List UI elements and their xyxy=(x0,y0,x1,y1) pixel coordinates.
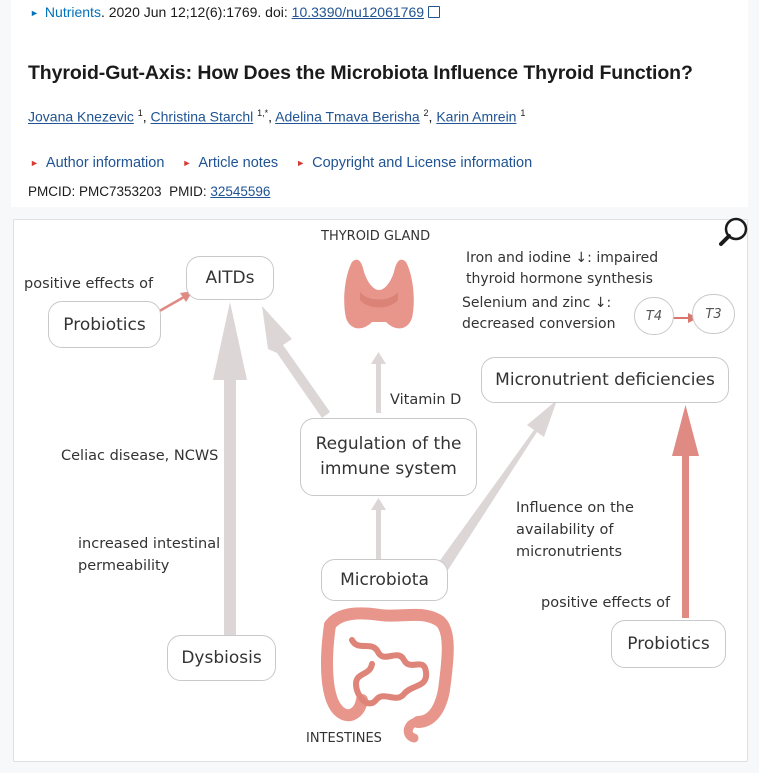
pmid-label: PMID: xyxy=(169,184,211,199)
label-thyroid-synthesis: thyroid hormone synthesis xyxy=(466,271,653,287)
intestines-illustration xyxy=(321,607,454,743)
node-micronutrient-deficiencies: Micronutrient deficiencies xyxy=(481,357,729,403)
triangle-right-icon: ► xyxy=(182,158,192,168)
arrow-regulation-to-aitds xyxy=(262,306,330,418)
citation-details: . 2020 Jun 12;12(6):1769. doi: xyxy=(100,4,292,20)
regulation-line-2: immune system xyxy=(320,459,457,479)
page-title: Thyroid-Gut-Axis: How Does the Microbiot… xyxy=(28,62,693,84)
citation-line: ► Nutrients. 2020 Jun 12;12(6):1769. doi:… xyxy=(30,4,441,20)
author-link[interactable]: Jovana Knezevic xyxy=(28,108,134,125)
increased-line-1: increased intestinal xyxy=(78,536,221,552)
article-ids: PMCID: PMC7353203 PMID: 32545596 xyxy=(28,184,270,199)
increased-line-2: permeability xyxy=(78,558,170,574)
arrow-probiotics-to-micronutrient xyxy=(672,405,699,618)
arrow-regulation-to-thyroid xyxy=(371,352,386,413)
triangle-right-icon: ► xyxy=(30,158,39,168)
accordion-article-notes[interactable]: ► Article notes xyxy=(182,155,278,171)
label-positive-effects-left: positive effects of xyxy=(24,276,154,292)
author-affiliation: 2 xyxy=(423,108,429,118)
accordion-label: Article notes xyxy=(198,155,279,171)
arrow-dysbiosis-to-aitds xyxy=(213,302,247,635)
doi-link[interactable]: 10.3390/nu12061769 xyxy=(291,4,425,20)
accordion-copyright[interactable]: ► Copyright and License information xyxy=(296,155,532,171)
accordion-label: Author information xyxy=(45,155,165,171)
accordion-author-information[interactable]: ► Author information xyxy=(30,155,164,171)
author-affiliation: 1,* xyxy=(257,108,269,118)
arrow-microbiota-to-regulation xyxy=(371,498,386,559)
label-positive-effects-right: positive effects of xyxy=(541,595,671,611)
node-regulation-immune-system: Regulation of the immune system xyxy=(300,418,477,496)
journal-link[interactable]: Nutrients xyxy=(44,4,101,20)
influence-line-2: availability of xyxy=(516,522,614,538)
node-probiotics-left: Probiotics xyxy=(48,301,161,348)
author-link[interactable]: Adelina Tmava Berisha xyxy=(275,108,420,125)
label-increased-permeability: increased intestinal permeability xyxy=(78,533,220,577)
pmcid: PMCID: PMC7353203 xyxy=(28,184,162,199)
node-microbiota: Microbiota xyxy=(321,559,448,601)
influence-line-1: Influence on the xyxy=(516,500,634,516)
label-intestines: INTESTINES xyxy=(306,731,382,746)
pmid-link[interactable]: 32545596 xyxy=(210,184,271,199)
label-iron-iodine: Iron and iodine ↓: impaired xyxy=(466,250,659,266)
triangle-right-icon: ► xyxy=(296,158,306,168)
label-vitamin-d: Vitamin D xyxy=(390,392,462,408)
node-dysbiosis: Dysbiosis xyxy=(167,635,276,681)
label-selenium-zinc: Selenium and zinc ↓: xyxy=(462,295,612,311)
author-link[interactable]: Christina Starchl xyxy=(150,108,254,125)
accordion-label: Copyright and License information xyxy=(312,155,533,171)
label-decreased-conversion: decreased conversion xyxy=(462,316,616,332)
article-header xyxy=(11,0,748,207)
author-affiliation: 1 xyxy=(520,108,526,118)
author-affiliation: 1 xyxy=(137,108,143,118)
node-t4: T4 xyxy=(634,297,674,335)
node-probiotics-right: Probiotics xyxy=(611,620,726,668)
label-celiac-disease: Celiac disease, NCWS xyxy=(61,448,219,464)
arrow-probiotics-to-aitds xyxy=(155,295,185,315)
article-info-accordions: ► Author information ► Article notes ► Copy… xyxy=(30,154,546,171)
influence-line-3: micronutrients xyxy=(516,544,623,560)
label-influence-availability: Influence on the availability of micronu… xyxy=(516,497,634,563)
magnifier-icon[interactable] xyxy=(717,216,749,248)
node-aitds: AITDs xyxy=(186,256,274,300)
author-link[interactable]: Karin Amrein xyxy=(436,108,517,125)
author-list: Jovana Knezevic 1, Christina Starchl 1,*… xyxy=(28,108,526,125)
triangle-right-icon: ► xyxy=(30,8,39,18)
thyroid-gland-illustration xyxy=(344,259,414,329)
node-t3: T3 xyxy=(692,294,735,334)
external-link-icon xyxy=(428,6,441,18)
arrow-microbiota-to-micronutrient xyxy=(436,400,557,573)
label-thyroid-gland: THYROID GLAND xyxy=(321,229,431,244)
regulation-line-1: Regulation of the xyxy=(315,434,462,454)
